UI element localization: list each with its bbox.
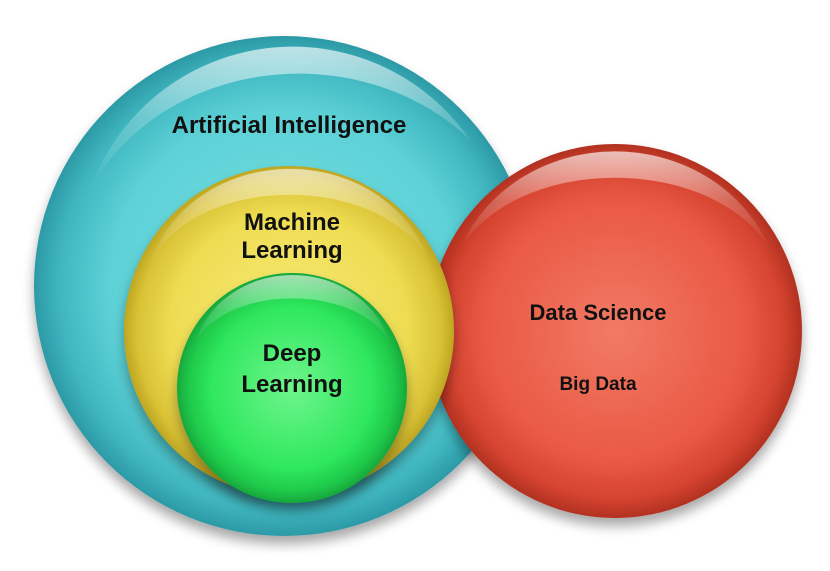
dl-label-line2: Learning	[241, 371, 342, 398]
ml-label-line2: Learning	[241, 237, 342, 264]
ml-label-line1: Machine	[244, 209, 340, 236]
ai-label: Artificial Intelligence	[172, 112, 407, 139]
dl-circle	[177, 273, 407, 503]
data-science-label: Data Science	[530, 300, 667, 325]
data-science-circle	[428, 144, 802, 518]
dl-label-line1: Deep	[263, 340, 322, 367]
big-data-label: Big Data	[559, 374, 637, 395]
